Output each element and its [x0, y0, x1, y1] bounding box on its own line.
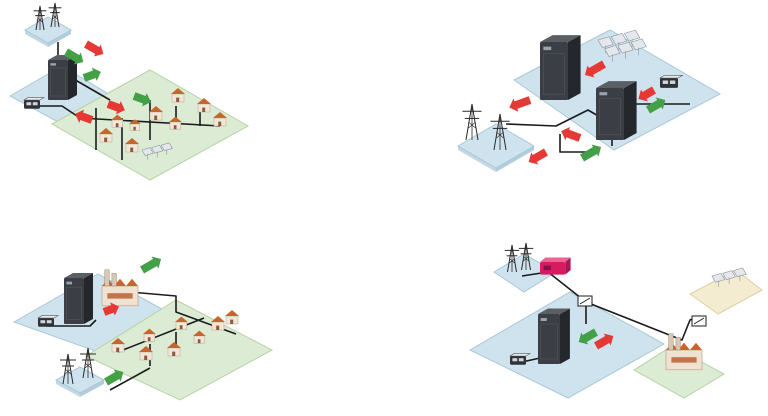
battery-pack-icon	[508, 353, 532, 365]
flow-arrow-discharge	[82, 67, 101, 82]
generator-icon	[540, 257, 571, 275]
battery-cabinet-icon	[48, 55, 77, 100]
solar-panel-icon	[597, 29, 647, 62]
power-line	[46, 319, 97, 327]
flow-arrow-factory	[102, 302, 120, 316]
flow-arrow-grid-out	[509, 96, 532, 112]
factory-icon	[101, 269, 139, 307]
house-icon	[225, 310, 239, 325]
house-icon	[197, 98, 211, 113]
power-tower-icon	[48, 2, 62, 28]
flow-arrow-grid-in	[104, 369, 124, 386]
flow-arrow-solar-in	[584, 60, 606, 78]
power-tower-icon	[490, 113, 510, 151]
power-line	[129, 291, 237, 335]
flow-arrow-load	[106, 100, 125, 115]
power-tower-icon	[80, 347, 96, 379]
house-icon	[167, 342, 181, 357]
house-icon	[193, 330, 206, 344]
house-icon	[211, 316, 225, 331]
flow-arrow-industrial	[140, 256, 162, 274]
industrial-platform	[633, 345, 726, 399]
battery-pack-icon	[36, 315, 60, 327]
flow-arrow-discharge	[578, 328, 598, 345]
battery-pack-icon	[658, 75, 684, 88]
power-tower-icon	[60, 353, 76, 385]
house-icon	[129, 119, 141, 131]
flow-arrow-charge	[594, 333, 614, 350]
power-tower-icon	[33, 5, 47, 31]
house-icon	[171, 88, 185, 103]
house-icon	[175, 316, 188, 330]
house-icon	[139, 346, 153, 361]
flow-arrow-grid-feed	[528, 148, 548, 165]
flow-arrow-import	[84, 40, 104, 57]
flow-arrow-charge	[580, 144, 602, 162]
flow-arrow-supply	[132, 92, 151, 107]
power-line	[559, 134, 592, 153]
solar-panel-icon	[141, 142, 173, 160]
power-line	[109, 367, 151, 391]
house-icon	[149, 106, 163, 121]
house-icon	[169, 116, 182, 130]
power-tower-icon	[462, 103, 482, 141]
flow-arrow-grid-out-2	[561, 126, 582, 142]
solar-panel-icon	[711, 267, 747, 287]
battery-cabinet-icon	[596, 81, 637, 140]
flow-arrow-export	[64, 48, 84, 65]
flow-arrow-battery-out	[638, 86, 656, 102]
power-tower-icon	[518, 242, 534, 271]
battery-cabinet-icon	[538, 308, 570, 364]
house-icon	[111, 114, 124, 128]
battery-pack-icon	[22, 97, 46, 109]
switch-box-icon	[577, 295, 593, 307]
house-icon	[213, 112, 227, 127]
house-icon	[99, 128, 113, 143]
battery-cabinet-icon	[64, 273, 93, 324]
grid-platform	[457, 123, 535, 172]
power-line	[117, 317, 205, 353]
switch-box-icon	[691, 315, 707, 327]
flow-arrow-battery	[646, 97, 666, 114]
battery-cabinet-icon	[540, 35, 581, 100]
flow-arrow-load-return	[75, 109, 94, 124]
power-tower-icon	[504, 244, 520, 273]
factory-icon	[665, 333, 703, 371]
grid-platform	[23, 16, 73, 47]
house-icon	[143, 328, 156, 342]
house-icon	[111, 338, 125, 353]
house-icon	[125, 138, 139, 153]
